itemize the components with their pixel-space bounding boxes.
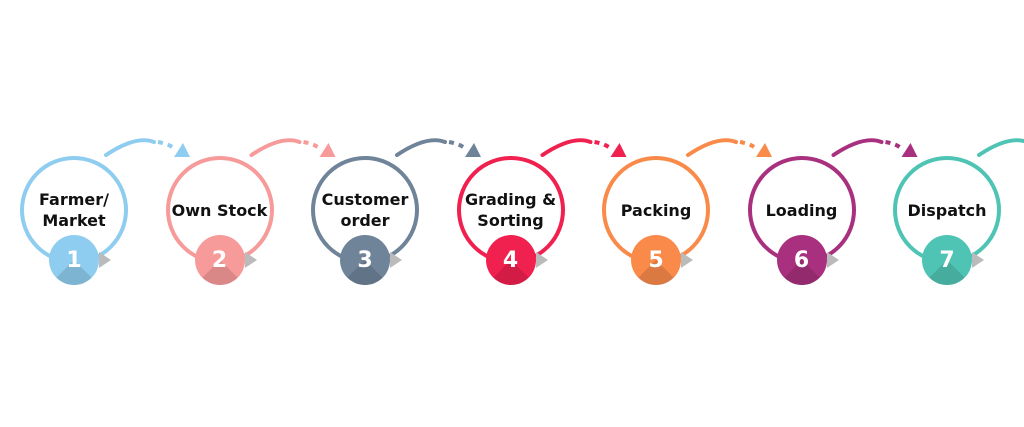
step-number: 4: [502, 247, 519, 273]
step-number-badge: 7: [922, 235, 972, 285]
step-label: Packing: [620, 200, 692, 220]
connector-arc: [977, 138, 1024, 157]
badge-tail-icon: [244, 252, 257, 268]
connector-arc: [540, 138, 593, 157]
connector-dashes: [885, 140, 905, 152]
step-label: Loading: [765, 200, 838, 220]
step-number-badge: 5: [631, 235, 681, 285]
step-number-badge: 4: [485, 235, 536, 285]
step-label: Grading & Sorting: [464, 190, 557, 230]
connector-arc: [104, 138, 156, 157]
badge-tail-icon: [390, 252, 402, 268]
arrowhead-icon: [319, 143, 336, 157]
step-label: Customer order: [321, 190, 409, 230]
connector-dashes: [157, 140, 178, 152]
step-label: Dispatch: [907, 200, 987, 220]
step-4: Grading & Sorting 4: [456, 156, 565, 285]
connector-arc: [249, 138, 302, 157]
step-number-badge: 6: [776, 235, 827, 285]
step-number: 5: [648, 247, 664, 273]
step-1: Farmer/ Market 1: [20, 156, 128, 285]
step-number-badge: 3: [340, 235, 390, 285]
arrowhead-icon: [610, 143, 627, 157]
connector-dashes: [594, 140, 614, 152]
badge-tail-icon: [826, 252, 839, 268]
badge-tail-icon: [681, 252, 693, 268]
step-6: Loading 6: [747, 156, 856, 285]
step-3: Customer order 3: [311, 156, 419, 285]
connector-arc: [686, 138, 738, 157]
step-number: 6: [793, 247, 810, 273]
badge-tail-icon: [535, 252, 548, 268]
step-2: Own Stock 2: [165, 156, 274, 285]
step-number: 7: [939, 247, 955, 273]
step-number-badge: 2: [194, 235, 245, 285]
step-7: Dispatch 7: [893, 156, 1001, 285]
step-number: 2: [211, 247, 228, 273]
arrowhead-icon: [465, 143, 481, 157]
badge-tail-icon: [99, 252, 111, 268]
step-number: 1: [66, 247, 82, 273]
step-label: Own Stock: [171, 200, 268, 220]
arrowhead-icon: [901, 143, 918, 157]
badge-tail-icon: [972, 252, 984, 268]
step-5: Packing 5: [602, 156, 710, 285]
connector-arc: [395, 138, 447, 157]
connector-dashes: [448, 140, 469, 152]
connector-dashes: [303, 140, 323, 152]
connector-dashes: [739, 140, 760, 152]
arrowhead-icon: [756, 143, 772, 157]
arrowhead-icon: [174, 143, 190, 157]
step-label: Farmer/ Market: [39, 190, 109, 230]
connector-arc: [831, 138, 884, 157]
step-number: 3: [357, 247, 373, 273]
step-number-badge: 1: [49, 235, 99, 285]
